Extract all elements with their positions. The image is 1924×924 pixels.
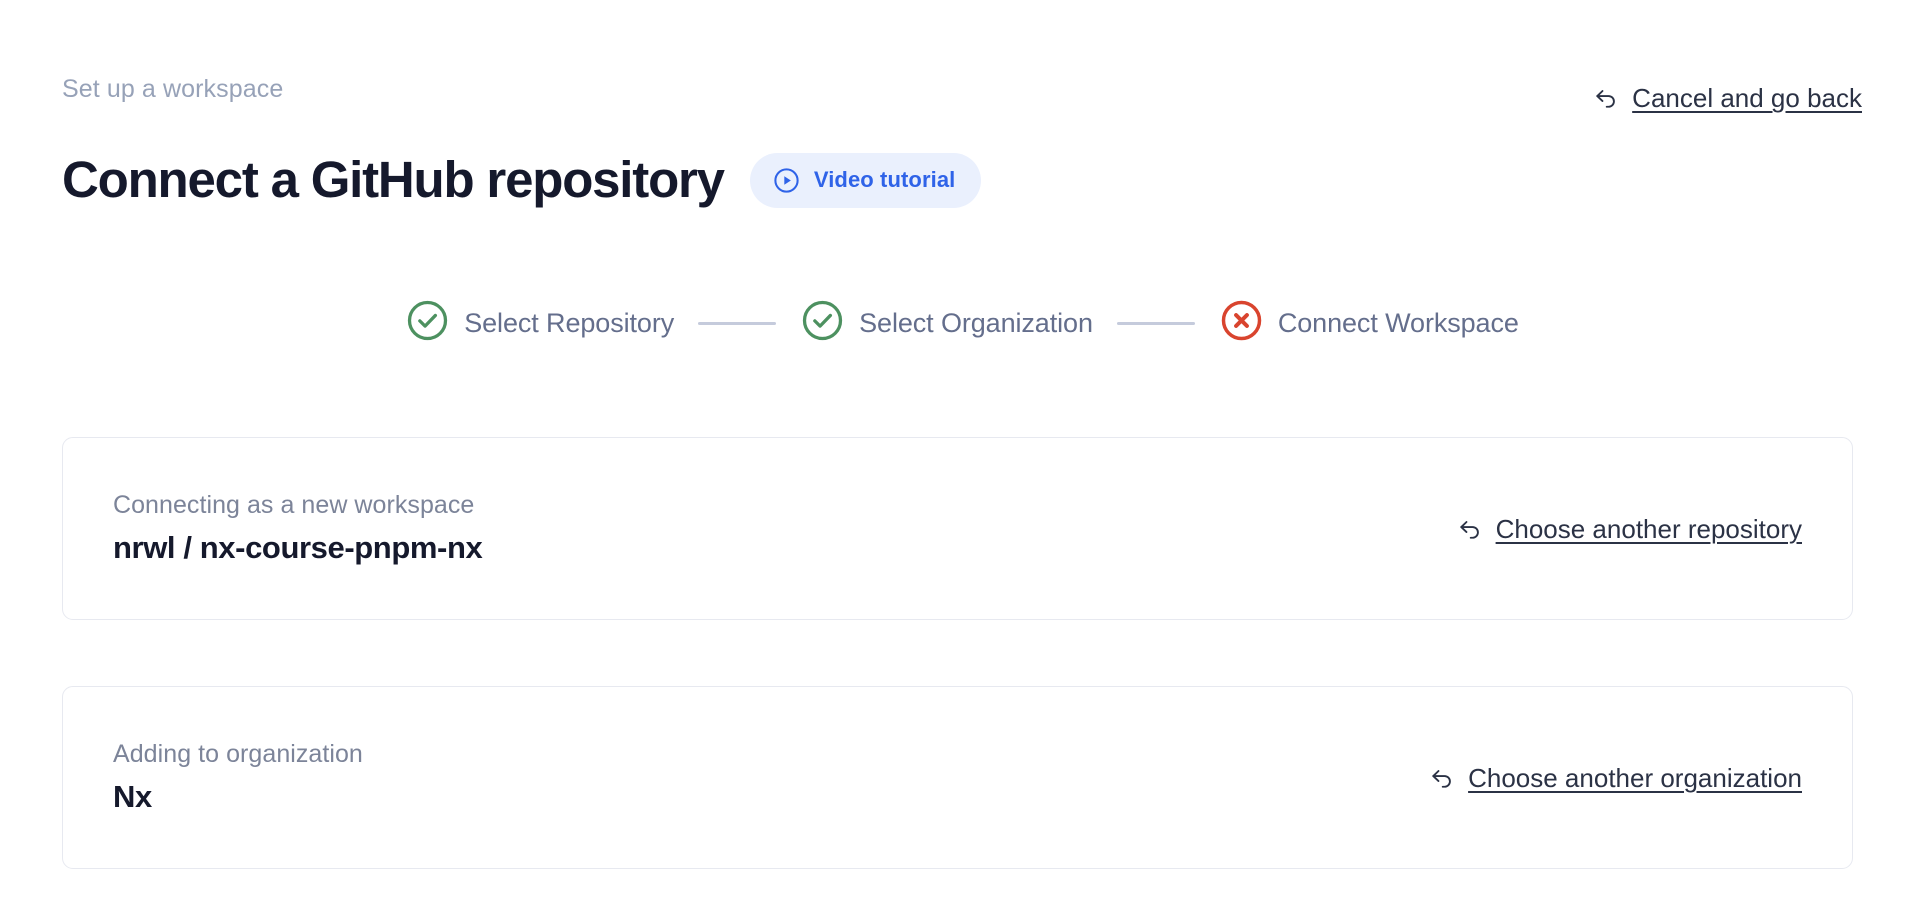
choose-another-organization-label: Choose another organization xyxy=(1468,762,1802,793)
title-row: Connect a GitHub repository Video tutori… xyxy=(62,116,1862,244)
cancel-and-go-back-label: Cancel and go back xyxy=(1632,83,1862,113)
organization-card-body: Adding to organization Nx xyxy=(113,739,363,816)
step-label: Connect Workspace xyxy=(1277,308,1519,338)
repository-card-body: Connecting as a new workspace nrwl / nx-… xyxy=(113,490,483,567)
step-connect-workspace[interactable]: Connect Workspace xyxy=(1219,298,1519,348)
arrow-uturn-left-icon xyxy=(1592,84,1620,112)
step-label: Select Repository xyxy=(464,308,675,338)
play-circle-icon xyxy=(772,166,801,195)
step-select-repository[interactable]: Select Repository xyxy=(405,298,674,348)
choose-another-repository-label: Choose another repository xyxy=(1495,513,1802,544)
arrow-uturn-left-icon xyxy=(1456,515,1484,543)
choose-another-organization-link[interactable]: Choose another organization xyxy=(1428,762,1802,794)
step-select-organization[interactable]: Select Organization xyxy=(800,298,1093,348)
repository-card-value: nrwl / nx-course-pnpm-nx xyxy=(113,529,483,567)
progress-stepper: Select Repository Select Organization Co… xyxy=(0,298,1924,348)
breadcrumb-eyebrow: Set up a workspace xyxy=(62,75,284,103)
organization-card-label: Adding to organization xyxy=(113,740,363,768)
check-circle-icon xyxy=(800,298,845,348)
page-title: Connect a GitHub repository xyxy=(62,151,725,209)
video-tutorial-label: Video tutorial xyxy=(813,167,956,193)
arrow-uturn-left-icon xyxy=(1428,764,1456,792)
repository-card-label: Connecting as a new workspace xyxy=(113,491,475,519)
step-connector xyxy=(698,321,777,325)
check-circle-icon xyxy=(405,298,450,348)
video-tutorial-button[interactable]: Video tutorial xyxy=(749,152,982,208)
step-label: Select Organization xyxy=(859,308,1093,338)
organization-summary-card: Adding to organization Nx Choose another… xyxy=(62,686,1853,869)
choose-another-repository-link[interactable]: Choose another repository xyxy=(1456,513,1802,545)
step-connector xyxy=(1116,321,1195,325)
repository-summary-card: Connecting as a new workspace nrwl / nx-… xyxy=(62,437,1853,620)
repository-name: nx-course-pnpm-nx xyxy=(199,530,483,565)
page-header: Set up a workspace Connect a GitHub repo… xyxy=(62,74,1862,244)
organization-card-value: Nx xyxy=(113,779,152,814)
x-circle-icon xyxy=(1219,298,1264,348)
cancel-and-go-back-link[interactable]: Cancel and go back xyxy=(1592,82,1862,114)
repository-owner: nrwl / xyxy=(113,530,200,565)
